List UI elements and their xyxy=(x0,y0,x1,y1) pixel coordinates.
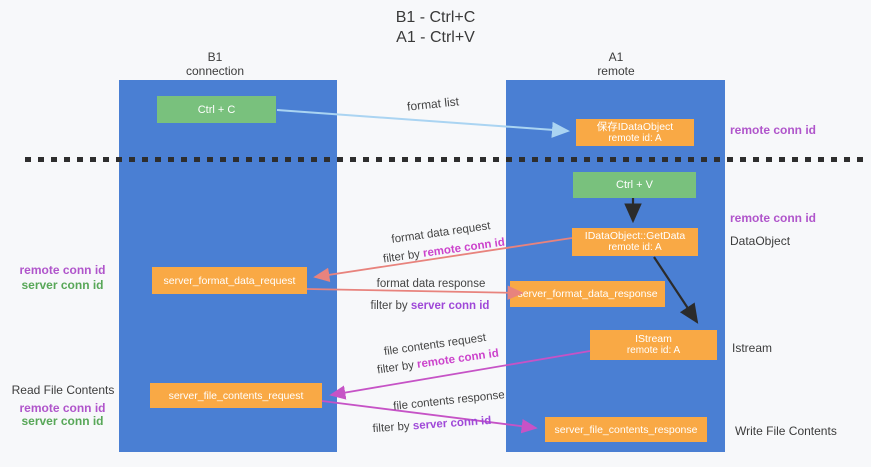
filter-by-text: filter by xyxy=(382,247,424,266)
annotation-remote-conn-id-left-1: remote conn id xyxy=(19,263,106,277)
node-server-file-contents-request: server_file_contents_request xyxy=(150,383,322,408)
node-idataobject-getdata: IDataObject::GetData remote id: A xyxy=(572,228,698,256)
node-ctrl-v: Ctrl + V xyxy=(573,172,696,198)
node-ctrl-c-label: Ctrl + C xyxy=(197,103,236,116)
filter-by-text: filter by xyxy=(372,420,414,436)
node-server-file-contents-request-label: server_file_contents_request xyxy=(168,389,304,402)
annotation-remote-conn-id-mid: remote conn id xyxy=(730,211,817,225)
node-server-format-data-response-label: server_format_data_response xyxy=(517,288,658,300)
node-ctrl-c: Ctrl + C xyxy=(157,96,276,123)
annotation-write-file-contents: Write File Contents xyxy=(735,424,837,438)
session-divider-dashed-line xyxy=(25,157,863,162)
right-column-header: A1 remote xyxy=(566,50,666,78)
node-save-idataobject-line1: 保存IDataObject xyxy=(596,120,674,133)
annotation-server-conn-id-left-1: server conn id xyxy=(21,278,104,292)
node-istream-line2: remote id: A xyxy=(626,345,681,356)
edge-label-format-list: format list xyxy=(406,94,460,114)
remote-conn-id-text: remote conn id xyxy=(422,236,506,260)
node-istream: IStream remote id: A xyxy=(590,330,717,360)
filter-by-text: filter by xyxy=(370,300,411,312)
node-save-idataobject-line2: remote id: A xyxy=(608,132,662,144)
annotation-server-conn-id-left-2: server conn id xyxy=(21,414,104,428)
edge-label-format-response-filter: filter by server conn id xyxy=(371,300,490,312)
left-column-title: B1 xyxy=(207,50,223,64)
node-idataobject-getdata-line2: remote id: A xyxy=(608,242,662,253)
annotation-remote-conn-id-left-2: remote conn id xyxy=(19,401,106,415)
annotation-dataobject: DataObject xyxy=(730,234,791,248)
left-column-subtitle: connection xyxy=(185,64,245,78)
node-server-file-contents-response: server_file_contents_response xyxy=(545,417,707,442)
server-conn-id-text: server conn id xyxy=(412,414,492,433)
diagram-title: B1 - Ctrl+C A1 - Ctrl+V xyxy=(0,8,871,48)
title-line-2: A1 - Ctrl+V xyxy=(396,29,475,46)
right-column-title: A1 xyxy=(608,50,624,64)
node-istream-line1: IStream xyxy=(635,333,672,345)
edge-label-format-data-response: format data response xyxy=(376,278,486,290)
filter-by-text: filter by xyxy=(376,358,418,377)
annotation-remote-conn-id-top: remote conn id xyxy=(730,123,817,137)
node-ctrl-v-label: Ctrl + V xyxy=(616,179,653,191)
edge-label-file-response-filter: filter by server conn id xyxy=(372,415,491,435)
annotation-read-file-contents: Read File Contents xyxy=(11,383,115,397)
right-column-subtitle: remote xyxy=(597,64,635,78)
node-save-idataobject: 保存IDataObject remote id: A xyxy=(576,119,694,146)
left-column-header: B1 connection xyxy=(165,50,265,78)
node-server-format-data-response: server_format_data_response xyxy=(510,281,665,307)
node-idataobject-getdata-line1: IDataObject::GetData xyxy=(584,230,686,242)
node-server-format-data-request: server_format_data_request xyxy=(152,267,307,294)
title-line-1: B1 - Ctrl+C xyxy=(395,9,476,26)
edge-label-file-contents-response: file contents response xyxy=(392,389,506,413)
node-server-format-data-request-label: server_format_data_request xyxy=(163,274,296,287)
server-conn-id-text: server conn id xyxy=(410,300,490,312)
node-server-file-contents-response-label: server_file_contents_response xyxy=(554,423,698,436)
annotation-istream: Istream xyxy=(732,341,773,355)
